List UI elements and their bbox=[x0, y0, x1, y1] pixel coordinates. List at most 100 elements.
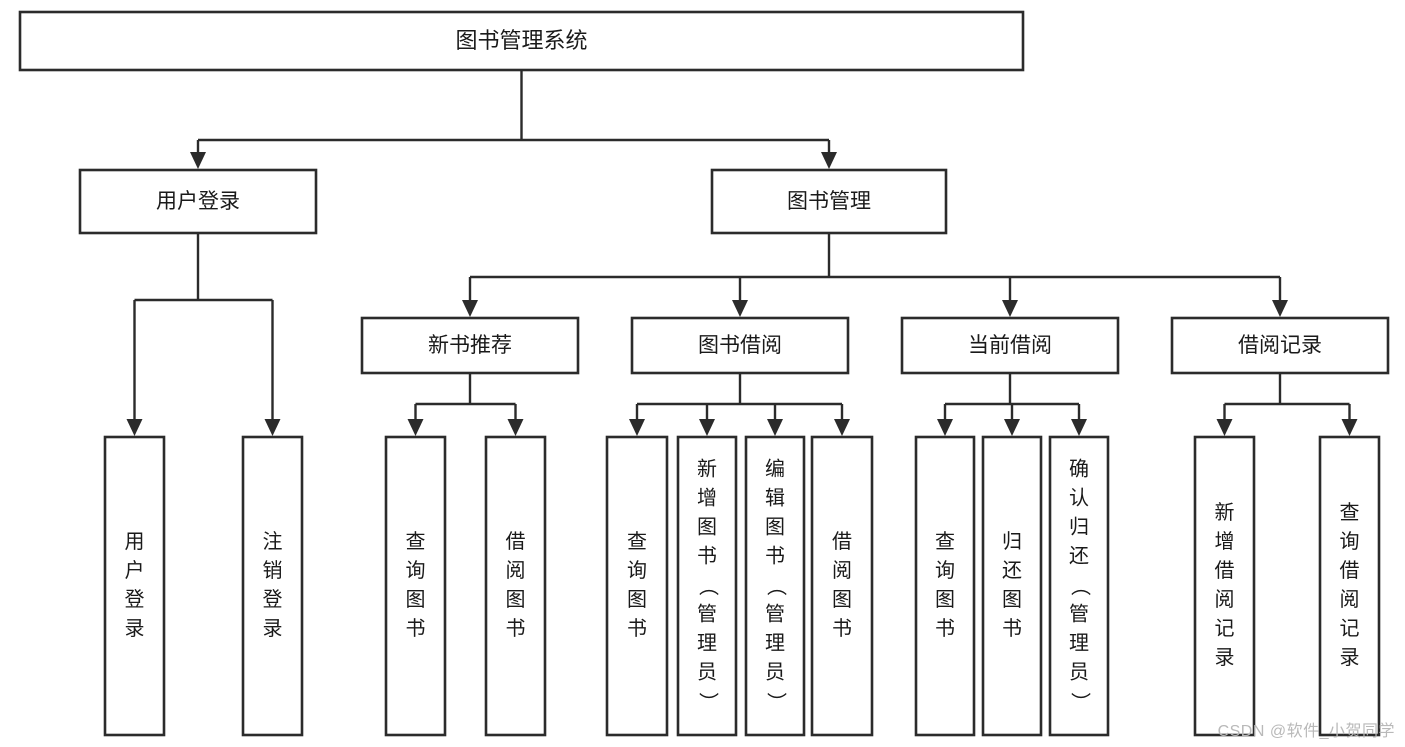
edge-book-mgmt-arrow-1 bbox=[462, 300, 478, 317]
svg-text:员: 员 bbox=[765, 661, 785, 683]
svg-text:新: 新 bbox=[697, 457, 717, 480]
leaf-node-box[interactable] bbox=[676, 435, 738, 737]
svg-text:查: 查 bbox=[627, 530, 647, 553]
leaf-node-box[interactable] bbox=[484, 435, 547, 737]
svg-text:管: 管 bbox=[697, 602, 717, 625]
svg-text:录: 录 bbox=[263, 618, 283, 640]
nodes-layer: 图书管理系统用户登录图书管理新书推荐图书借阅当前借阅借阅记录用户登录注销登录查询… bbox=[18, 10, 1390, 737]
root-node-1[interactable]: 图书管理系统 bbox=[18, 10, 1025, 72]
svg-text:销: 销 bbox=[263, 559, 283, 582]
leaf-node-box[interactable] bbox=[241, 435, 304, 737]
svg-text:查: 查 bbox=[1340, 501, 1360, 524]
level3-node-label: 图书借阅 bbox=[698, 334, 782, 357]
edge-book-mgmt-arrow-3 bbox=[1002, 300, 1018, 317]
svg-text:登: 登 bbox=[263, 588, 283, 611]
svg-text:编: 编 bbox=[765, 457, 785, 480]
leaf-node-1[interactable]: 用户登录 bbox=[103, 435, 166, 737]
level3-node-1[interactable]: 新书推荐 bbox=[360, 316, 580, 375]
leaf-node-box[interactable] bbox=[103, 435, 166, 737]
csdn-watermark: CSDN @软件_小贺同学 bbox=[1217, 723, 1395, 740]
level3-node-box[interactable] bbox=[360, 316, 580, 375]
leaf-node-box[interactable] bbox=[1193, 435, 1256, 737]
svg-text:书: 书 bbox=[1002, 617, 1022, 640]
edge-records-arrow-2 bbox=[1341, 419, 1358, 436]
leaf-node-box[interactable] bbox=[981, 435, 1043, 737]
svg-text:户: 户 bbox=[125, 559, 145, 582]
leaf-node-box[interactable] bbox=[1318, 435, 1381, 737]
root-node-box[interactable] bbox=[18, 10, 1025, 72]
svg-text:归: 归 bbox=[1002, 530, 1022, 553]
svg-text:图: 图 bbox=[1002, 589, 1022, 611]
leaf-node-box[interactable] bbox=[810, 435, 874, 737]
leaf-node-box[interactable] bbox=[744, 435, 806, 737]
svg-text:录: 录 bbox=[125, 618, 145, 640]
svg-text:）: ） bbox=[697, 692, 720, 712]
svg-text:认: 认 bbox=[1069, 486, 1089, 509]
level2-node-box[interactable] bbox=[710, 168, 948, 235]
edge-borrow-arrow-2 bbox=[699, 419, 715, 436]
leaf-node-box[interactable] bbox=[914, 435, 976, 737]
svg-text:）: ） bbox=[765, 692, 788, 712]
level2-node-1[interactable]: 用户登录 bbox=[78, 168, 318, 235]
svg-text:辑: 辑 bbox=[765, 486, 785, 509]
svg-text:图: 图 bbox=[832, 589, 852, 611]
leaf-node-box[interactable] bbox=[384, 435, 447, 737]
level3-node-box[interactable] bbox=[1170, 316, 1390, 375]
svg-text:询: 询 bbox=[627, 559, 647, 582]
svg-text:图: 图 bbox=[935, 589, 955, 611]
svg-text:询: 询 bbox=[935, 559, 955, 582]
root-node-label: 图书管理系统 bbox=[455, 28, 587, 53]
level3-node-box[interactable] bbox=[900, 316, 1120, 375]
level3-node-2[interactable]: 图书借阅 bbox=[630, 316, 850, 375]
edge-root-arrow-1 bbox=[190, 152, 206, 169]
edge-book-mgmt-arrow-2 bbox=[732, 300, 748, 317]
svg-text:理: 理 bbox=[765, 632, 785, 654]
svg-text:还: 还 bbox=[1002, 559, 1022, 582]
svg-text:确: 确 bbox=[1069, 457, 1089, 480]
edge-records-arrow-1 bbox=[1216, 419, 1233, 436]
svg-text:录: 录 bbox=[1215, 647, 1235, 669]
svg-text:书: 书 bbox=[506, 617, 526, 640]
svg-text:图: 图 bbox=[627, 589, 647, 611]
svg-text:书: 书 bbox=[697, 544, 717, 567]
level2-node-2[interactable]: 图书管理 bbox=[710, 168, 948, 235]
svg-text:（: （ bbox=[765, 576, 788, 596]
edge-root-arrow-2 bbox=[821, 152, 837, 169]
edge-new-book-arrow-2 bbox=[507, 419, 524, 436]
level3-node-4[interactable]: 借阅记录 bbox=[1170, 316, 1390, 375]
level3-node-box[interactable] bbox=[630, 316, 850, 375]
connectors-layer bbox=[126, 70, 1358, 436]
level3-node-3[interactable]: 当前借阅 bbox=[900, 316, 1120, 375]
svg-text:理: 理 bbox=[1069, 632, 1089, 654]
svg-text:员: 员 bbox=[697, 661, 717, 683]
level2-node-box[interactable] bbox=[78, 168, 318, 235]
svg-text:录: 录 bbox=[1340, 647, 1360, 669]
level2-node-label: 用户登录 bbox=[156, 190, 240, 213]
svg-text:借: 借 bbox=[1340, 559, 1360, 582]
edge-borrow-arrow-3 bbox=[767, 419, 783, 436]
svg-text:）: ） bbox=[1069, 692, 1092, 712]
svg-text:书: 书 bbox=[935, 617, 955, 640]
leaf-node-box[interactable] bbox=[605, 435, 669, 737]
leaf-node-box[interactable] bbox=[1048, 435, 1110, 737]
